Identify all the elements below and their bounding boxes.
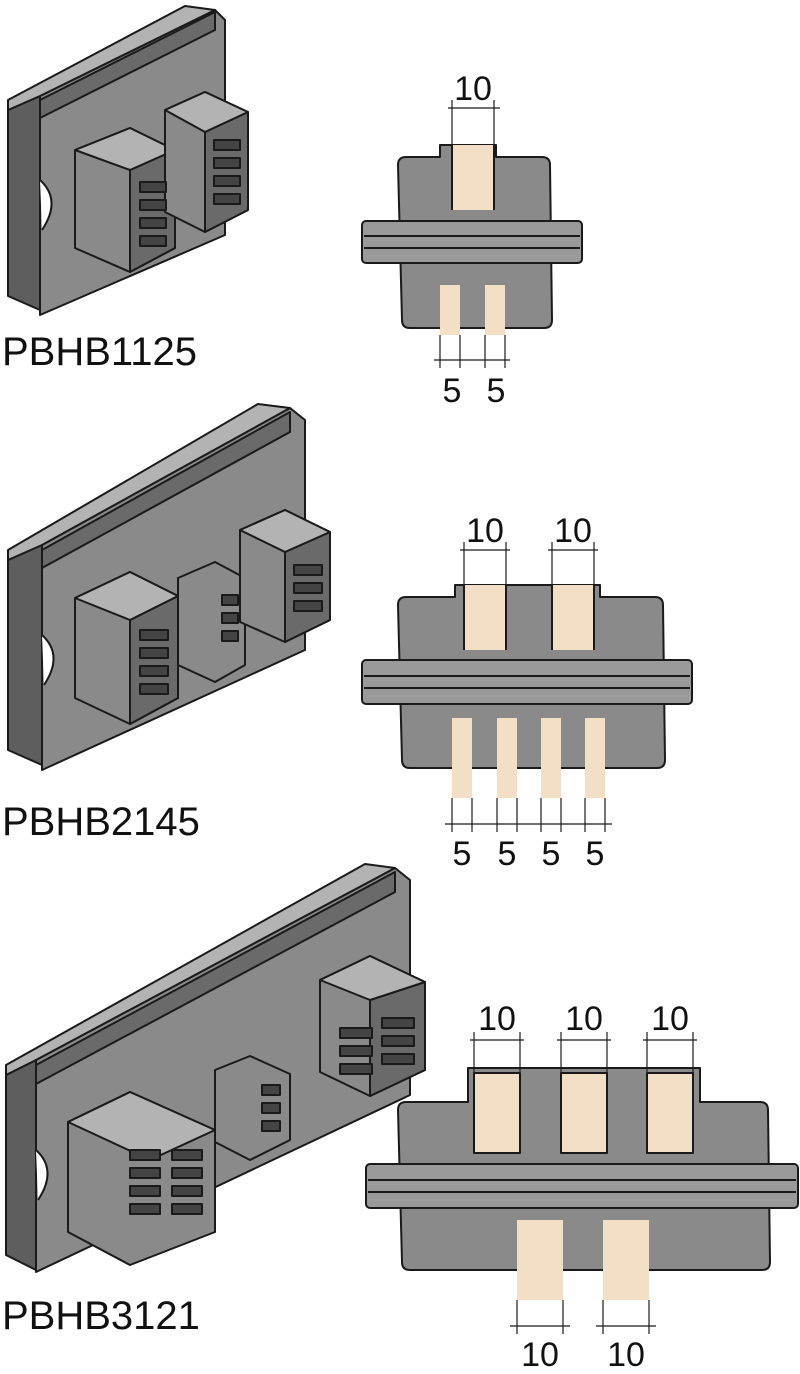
product-panel-2: 10 10 5 5 5 5 PBHB2145 bbox=[0, 400, 800, 870]
model-name-2: PBHB2145 bbox=[2, 800, 200, 844]
product-panel-3: 10 10 10 10 10 PBHB3121 bbox=[0, 860, 800, 1374]
top-slot-width-3-1: 10 bbox=[478, 1000, 516, 1038]
section-view-2 bbox=[361, 542, 693, 832]
top-slot-width-3-3: 10 bbox=[651, 1000, 689, 1038]
section-view-1 bbox=[361, 100, 583, 368]
product-drawing-2: 10 10 5 5 5 5 bbox=[7, 403, 693, 870]
bottom-slot-width-1-1: 5 bbox=[443, 372, 462, 410]
bottom-slot-width-2-3: 5 bbox=[542, 835, 561, 870]
top-slot-width-1-1: 10 bbox=[454, 70, 492, 108]
product-panel-1: 10 5 5 PBHB1125 bbox=[0, 0, 800, 410]
product-drawing-1: 10 5 5 bbox=[7, 5, 583, 410]
bottom-slot-width-3-1: 10 bbox=[521, 1336, 559, 1374]
bottom-slot-width-2-2: 5 bbox=[498, 835, 517, 870]
top-slot-width-2-1: 10 bbox=[466, 512, 504, 550]
top-slot-width-2-2: 10 bbox=[554, 512, 592, 550]
bottom-slot-width-2-4: 5 bbox=[586, 835, 605, 870]
model-name-1: PBHB1125 bbox=[2, 330, 197, 374]
section-view-3 bbox=[365, 1032, 799, 1334]
isometric-view-2 bbox=[7, 403, 331, 771]
isometric-view-1 bbox=[7, 5, 249, 316]
bottom-slot-width-3-2: 10 bbox=[607, 1336, 645, 1374]
top-slot-width-3-2: 10 bbox=[565, 1000, 603, 1038]
product-drawing-3: 10 10 10 10 10 bbox=[5, 863, 799, 1374]
bottom-slot-width-1-2: 5 bbox=[487, 372, 506, 410]
model-name-3: PBHB3121 bbox=[2, 1294, 200, 1338]
isometric-view-3 bbox=[5, 863, 426, 1273]
bottom-slot-width-2-1: 5 bbox=[453, 835, 472, 870]
